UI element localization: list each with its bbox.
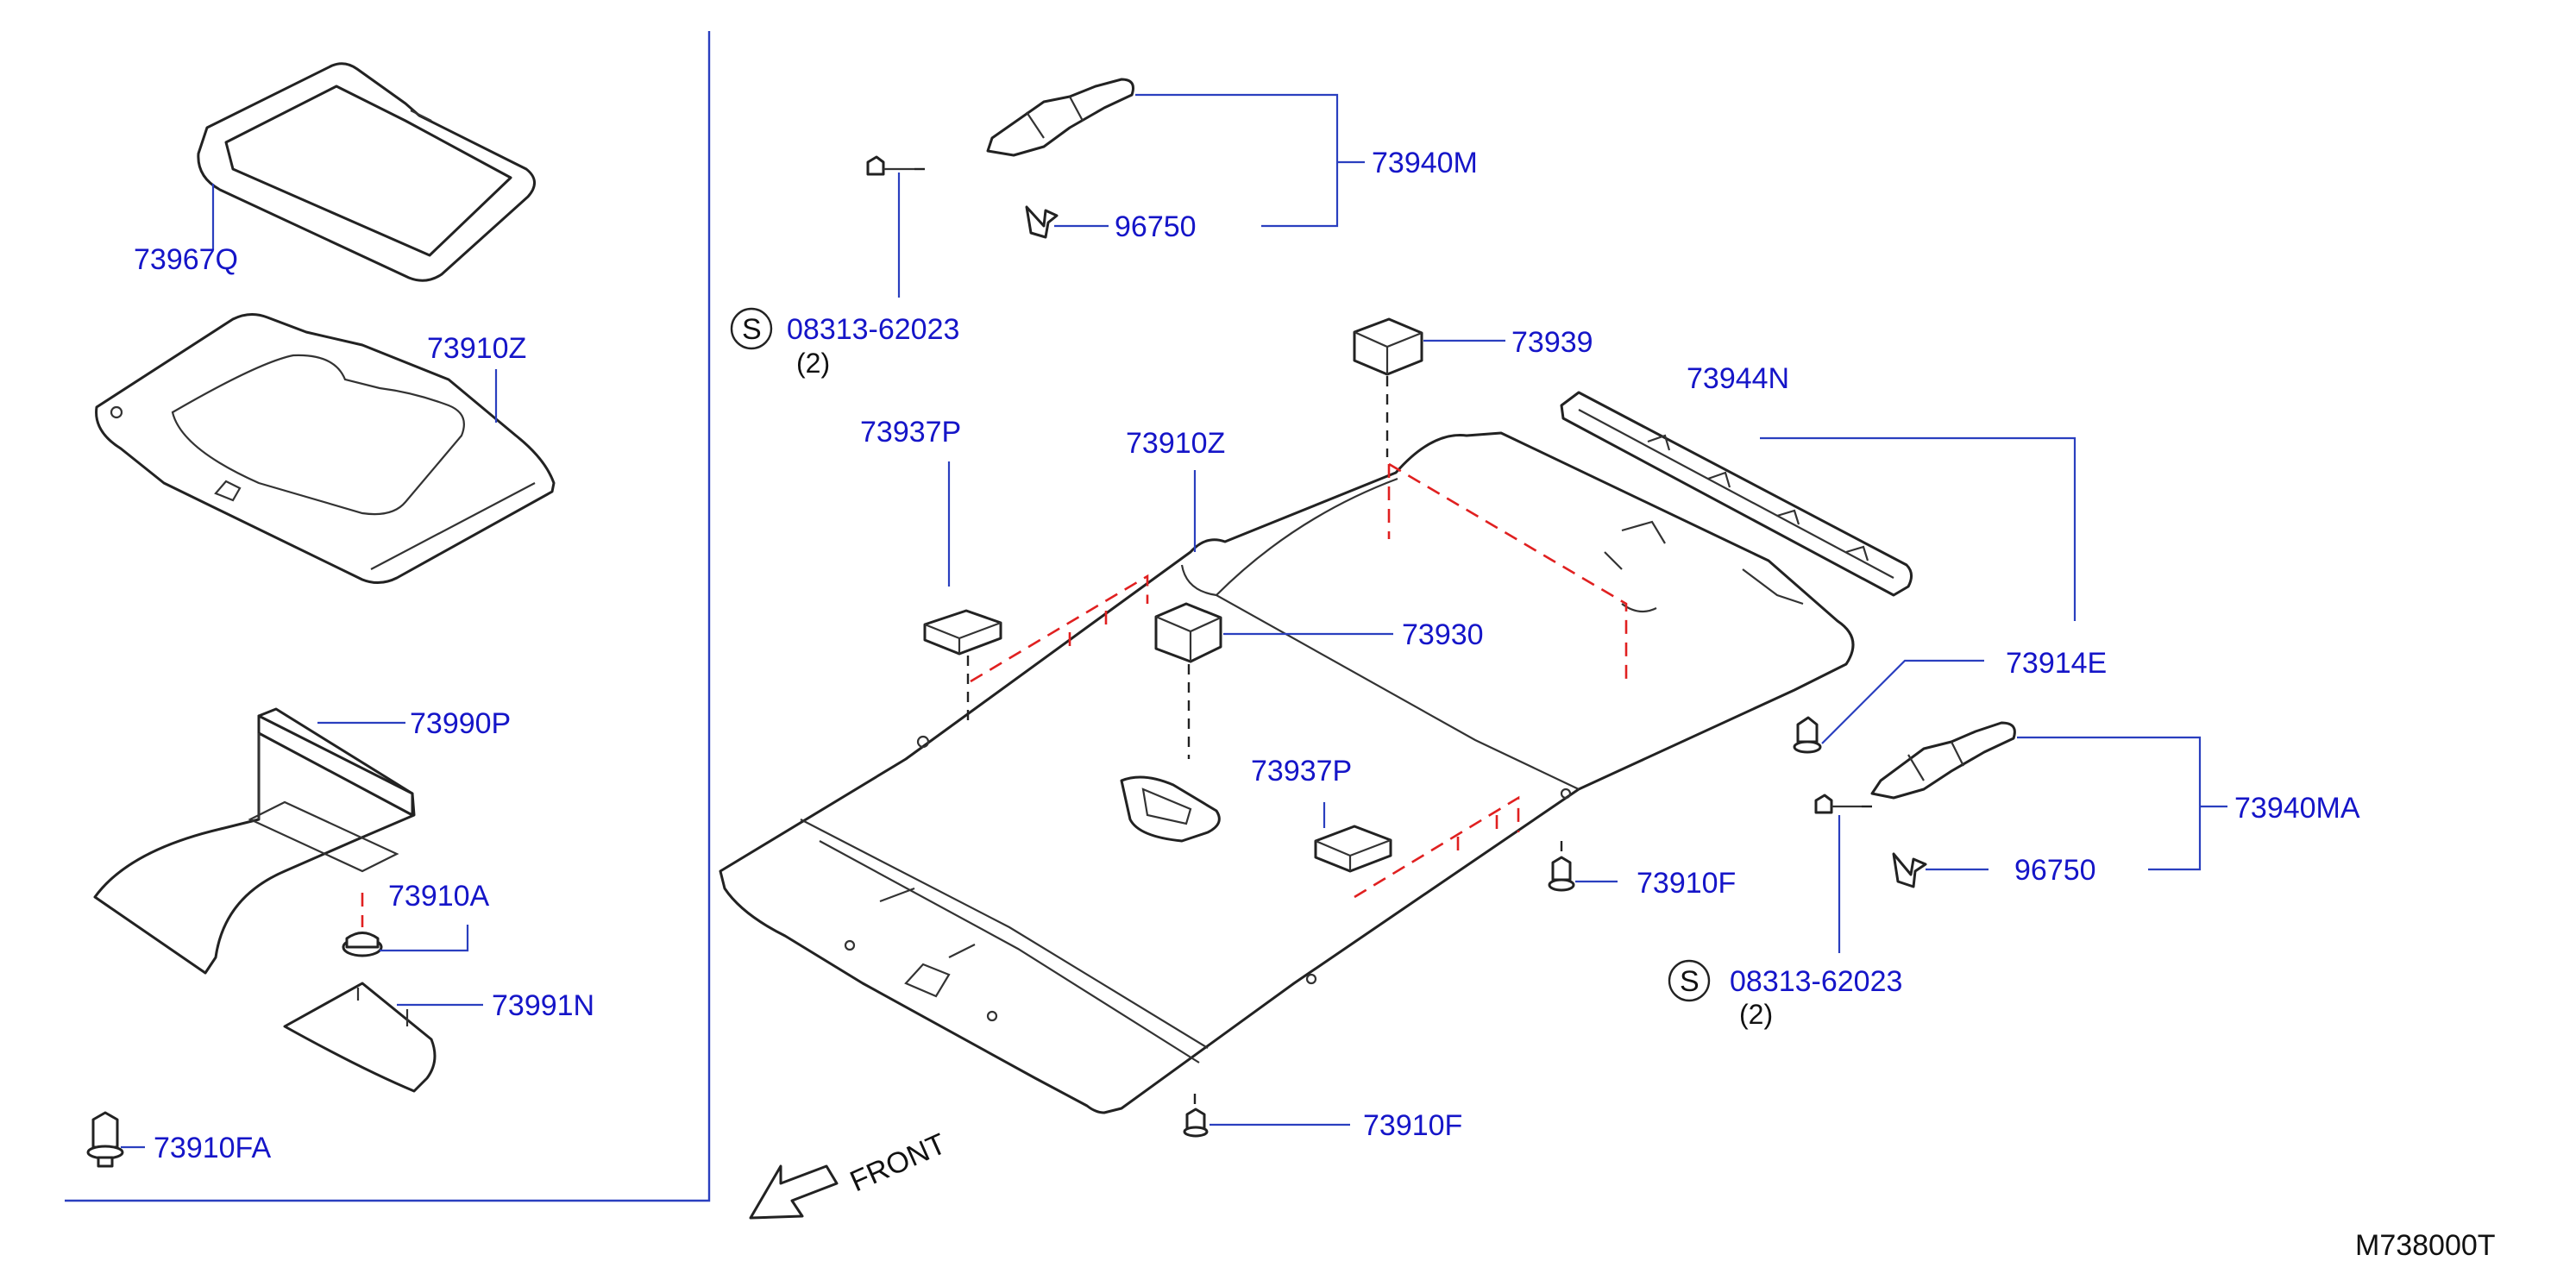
screw-symbol-circle-bottom <box>1668 959 1711 1002</box>
clip-part-73910FA <box>86 1111 124 1168</box>
label-73910F-bottom: 73910F <box>1363 1109 1462 1142</box>
clip-part-73910F-bottom <box>1183 1094 1209 1138</box>
clip-part-73914E <box>1793 716 1822 754</box>
pad-part-73930 <box>1154 602 1222 663</box>
clip-part-96750-top <box>1025 205 1059 239</box>
label-73910Z-main: 73910Z <box>1126 427 1225 460</box>
cover-part-73991N <box>283 982 437 1093</box>
label-73944N: 73944N <box>1687 362 1789 395</box>
label-73930: 73930 <box>1402 618 1484 651</box>
leader-73910A <box>380 925 469 952</box>
headlining-part-73910Z-inset <box>95 313 556 584</box>
weatherstrip-part-73967Q <box>197 62 536 282</box>
label-73939: 73939 <box>1511 326 1593 359</box>
grip-part-73940M <box>986 78 1134 157</box>
front-label: FRONT <box>845 1127 951 1198</box>
label-73990P: 73990P <box>410 707 511 740</box>
label-73937P-left: 73937P <box>860 416 961 449</box>
clip-part-96750-right <box>1892 852 1927 888</box>
headlining-part-73910Z-main <box>719 431 1855 1114</box>
screw-symbol-bottom: S <box>1680 965 1700 998</box>
pad-part-73937P-left <box>923 609 1002 656</box>
qty-08313-top: (2) <box>796 348 830 379</box>
screw-part-08313-bottom <box>1814 794 1862 814</box>
leader-73914E <box>1821 659 1984 744</box>
label-73910Z-inset: 73910Z <box>427 332 526 365</box>
console-part-73990P <box>93 707 416 975</box>
label-96750-right: 96750 <box>2014 854 2096 887</box>
label-73991N: 73991N <box>492 989 594 1022</box>
qty-08313-bottom: (2) <box>1739 999 1773 1030</box>
rail-part-73944N <box>1560 391 1913 597</box>
label-08313-top: 08313-62023 <box>787 313 959 346</box>
leader-73944N <box>1760 436 2077 621</box>
screw-symbol-top: S <box>742 313 762 346</box>
label-73910A: 73910A <box>388 880 490 913</box>
screw-part-08313-top <box>866 155 914 176</box>
clip-part-73910F-right <box>1548 841 1575 892</box>
label-96750-top: 96750 <box>1115 210 1197 243</box>
diagram-code: M738000T <box>2355 1229 2496 1262</box>
label-73967Q: 73967Q <box>134 243 238 276</box>
label-73937P-mid: 73937P <box>1251 755 1352 787</box>
locator-lines <box>970 462 1628 899</box>
clip-part-73910A <box>342 893 383 957</box>
screw-symbol-circle-top <box>730 307 773 350</box>
label-73940MA: 73940MA <box>2234 792 2360 825</box>
label-73910FA: 73910FA <box>154 1132 271 1164</box>
label-73940M: 73940M <box>1372 147 1478 179</box>
grip-part-73940MA <box>1870 721 2016 800</box>
label-73914E: 73914E <box>2006 647 2107 680</box>
leader-73940MA <box>2017 736 2202 871</box>
label-73910F-right: 73910F <box>1637 867 1736 900</box>
inset-frame <box>65 31 711 1202</box>
pad-part-73939 <box>1353 317 1423 376</box>
pad-part-73937P-mid <box>1314 825 1392 873</box>
leader-73940M <box>1135 93 1339 228</box>
label-08313-bottom: 08313-62023 <box>1730 965 1902 998</box>
front-arrow-icon <box>749 1164 839 1220</box>
